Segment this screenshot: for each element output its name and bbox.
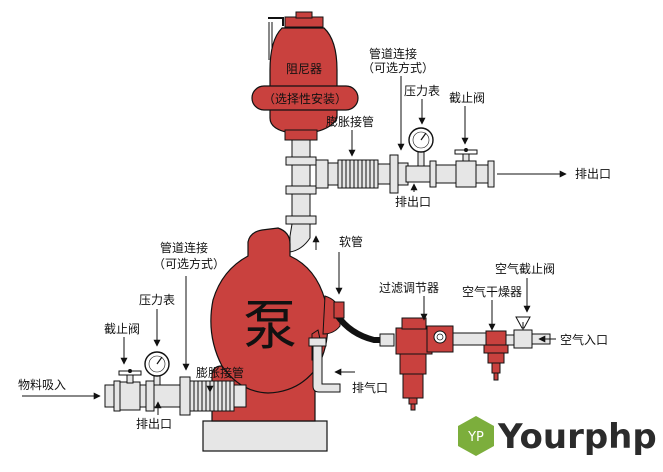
watermark: YP Yourphp: [458, 416, 657, 457]
air-dryer-label: 空气干燥器: [462, 284, 522, 299]
gauge-top-label: 压力表: [404, 84, 440, 98]
arrester-label: 阻尼器: [286, 62, 322, 76]
gauge-bottom-label: 压力表: [139, 293, 175, 307]
watermark-badge-text: YP: [467, 430, 484, 445]
pump-label: 泵: [243, 294, 297, 357]
air-shutoff-label: 空气截止阀: [495, 261, 555, 276]
air-shutoff-valve: [513, 316, 533, 349]
pipe-conn-top-label: 管道连接: [369, 46, 417, 61]
material-inlet-label: 物料吸入: [18, 378, 66, 392]
air-supply-line: [379, 316, 551, 411]
exhaust-pipe: [308, 337, 341, 393]
discharge-top-right-label: 排出口: [575, 167, 611, 181]
air-hose: [333, 301, 392, 343]
filter-regulator: [395, 317, 454, 411]
air-inlet-label: 空气入口: [560, 332, 608, 347]
discharge-column: [268, 22, 329, 253]
expansion-top-label: 膨胀接管: [326, 114, 374, 129]
pipe-conn-bottom-label: 管道连接: [160, 240, 208, 255]
valve-bottom-label: 截止阀: [104, 322, 140, 336]
watermark-badge: YP: [458, 416, 494, 456]
top-discharge-line: [327, 127, 495, 194]
pipe-conn-top-note: （可选方式）: [362, 60, 434, 75]
bottom-shutoff-valve: [118, 369, 142, 411]
air-dryer: [483, 330, 509, 381]
discharge-bottom-label: 排出口: [136, 417, 172, 431]
top-pressure-gauge: [408, 127, 434, 167]
pump-body: 泵: [210, 227, 341, 394]
bottom-expansion-joint: [189, 380, 235, 412]
bottom-inlet-line: [104, 351, 247, 416]
exhaust-label: 排气口: [352, 380, 388, 395]
filter-reg-label: 过滤调节器: [379, 281, 439, 295]
text-labels: 管道连接 （可选方式） 压力表 截止阀 膨胀接管 排出口 排出口 软管 过滤调节…: [18, 46, 611, 431]
top-expansion-joint: [337, 159, 379, 189]
pulsation-dampener: 阻尼器 （选择性安装）: [251, 11, 359, 141]
leader-arrows: [22, 76, 567, 415]
arrester-note-label: （选择性安装）: [263, 91, 347, 106]
valve-top-label: 截止阀: [449, 91, 485, 105]
hose-label: 软管: [339, 234, 363, 249]
watermark-text: Yourphp: [497, 417, 657, 457]
expansion-bottom-label: 膨胀接管: [196, 365, 244, 380]
top-shutoff-valve: [454, 148, 478, 188]
discharge-top-below-label: 排出口: [395, 195, 431, 209]
bottom-pressure-gauge: [144, 351, 170, 386]
pipe-conn-bottom-note: （可选方式）: [153, 256, 225, 271]
